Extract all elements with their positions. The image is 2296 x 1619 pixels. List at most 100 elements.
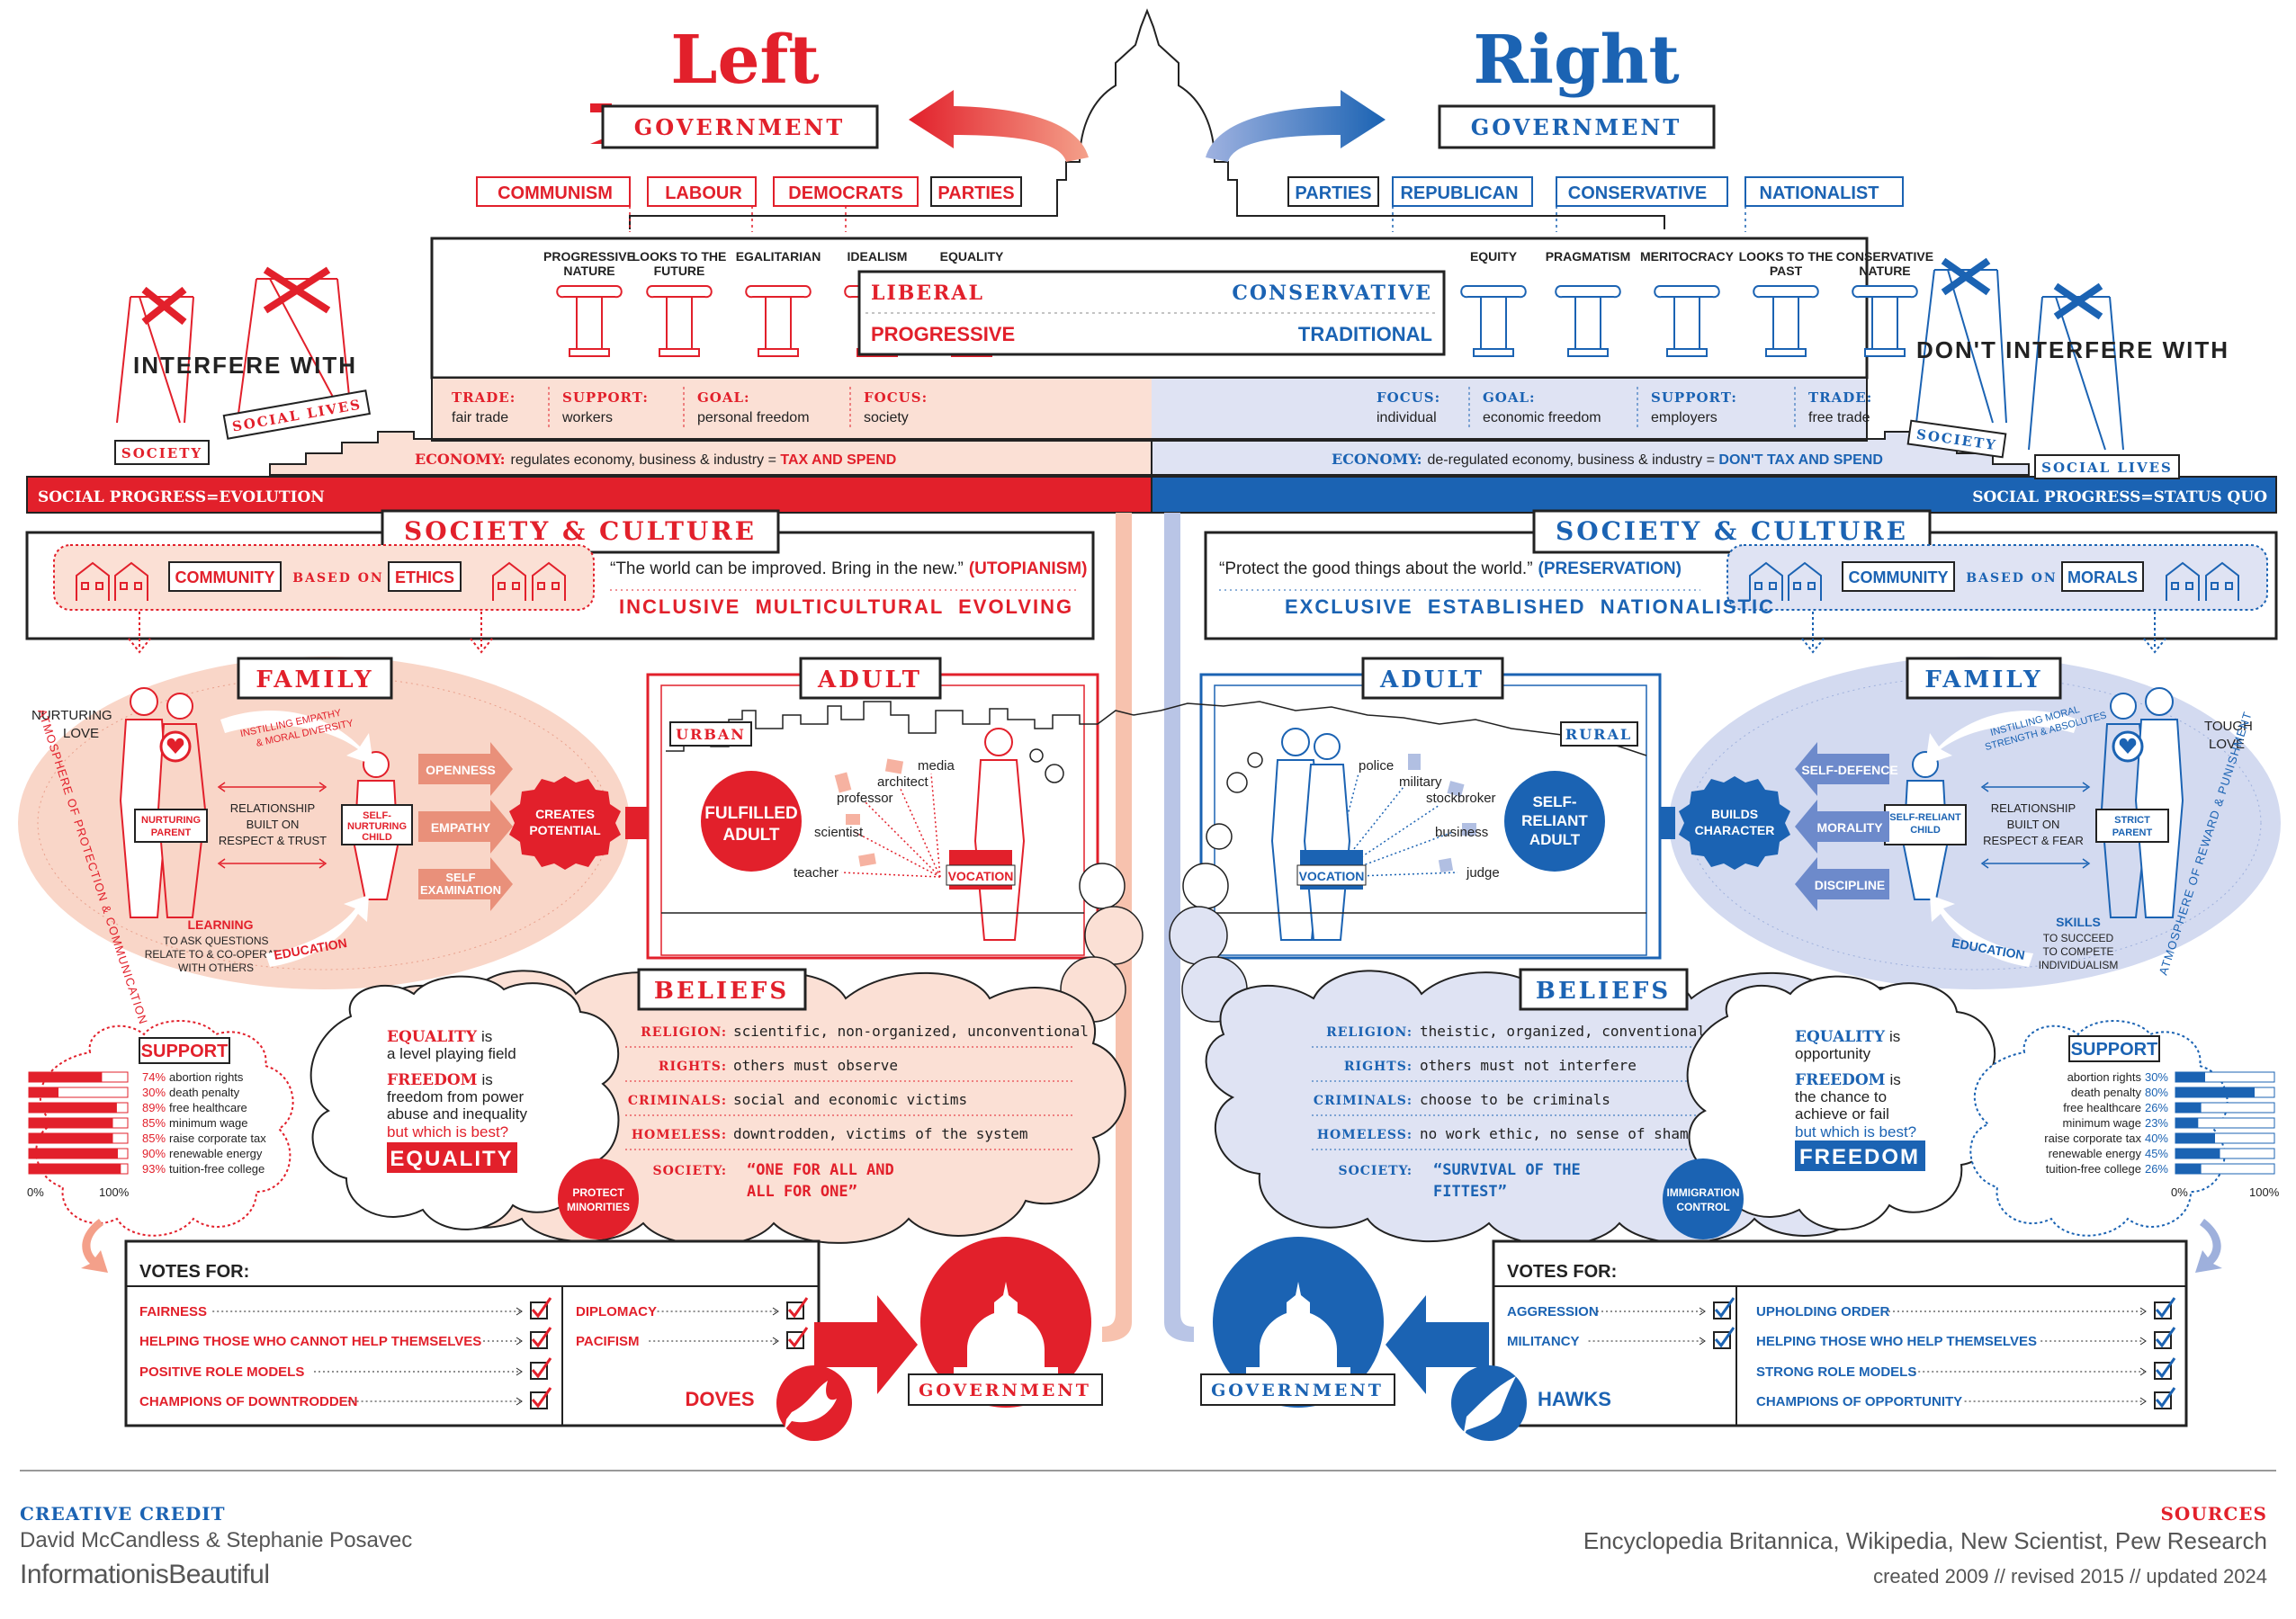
support-label: death penalty <box>169 1086 240 1099</box>
right-words: EXCLUSIVE ESTABLISHED NATIONALISTIC <box>1285 595 1775 618</box>
right-based-on: BASED ON <box>1966 571 2057 586</box>
support-pct: 26% <box>2145 1101 2168 1114</box>
belief-value: others must not interfere <box>1420 1057 1637 1074</box>
left-eq-is: is <box>481 1028 492 1045</box>
checkbox-icon <box>786 1301 804 1319</box>
support-bar <box>29 1118 113 1128</box>
attr-value: workers <box>561 410 613 425</box>
right-vote-arrow <box>1386 1295 1489 1394</box>
support-pct: 90% <box>142 1147 166 1160</box>
belief-label: RIGHTS: <box>659 1060 727 1074</box>
support-bar <box>29 1133 113 1143</box>
support-bar <box>29 1087 58 1097</box>
attr-label: GOAL: <box>697 389 750 406</box>
rural-label: RURAL <box>1565 726 1632 743</box>
creates-potential-badge <box>509 776 621 870</box>
brand-logo: InformationisBeautiful <box>20 1560 270 1589</box>
support-pct: 23% <box>2145 1116 2168 1130</box>
belief-label: RELIGION: <box>1326 1025 1413 1040</box>
right-adult-figure <box>1270 728 1351 941</box>
belief-value: scientific, non-organized, unconventiona… <box>733 1023 1089 1040</box>
belief-label: RELIGION: <box>641 1025 727 1040</box>
left-vocation: VOCATION <box>948 869 1014 883</box>
attr-value: fair trade <box>452 410 508 425</box>
job-scientist: scientist <box>814 825 864 840</box>
right-quality-arrows <box>1795 742 1889 911</box>
interfere-social-lives-right: SOCIAL LIVES <box>2041 460 2173 476</box>
check-icon <box>1714 1327 1735 1348</box>
left-economy: ECONOMY:regulates economy, business & in… <box>415 451 896 468</box>
left-words: INCLUSIVE MULTICULTURAL EVOLVING <box>619 595 1073 618</box>
spectrum-traditional: TRADITIONAL <box>1298 323 1432 345</box>
pillar-3 <box>1753 285 1819 357</box>
right-axis-max: 100% <box>2249 1185 2280 1199</box>
discipline: DISCIPLINE <box>1815 878 1886 892</box>
right-support-title: SUPPORT <box>2071 1040 2158 1060</box>
pillar-1 <box>646 285 713 357</box>
attr-value: society <box>864 410 909 425</box>
vote-item: STRONG ROLE MODELS <box>1756 1364 1916 1380</box>
support-label: raise corporate tax <box>169 1132 266 1145</box>
belief-value: downtrodden, victims of the system <box>733 1125 1028 1142</box>
social-progress-left-bar <box>26 476 1152 514</box>
belief-label: HOMELESS: <box>1317 1128 1413 1142</box>
hawks-label: HAWKS <box>1538 1388 1611 1410</box>
urban-label: URBAN <box>676 726 746 743</box>
attr-value: personal freedom <box>697 410 810 425</box>
right-axis-min: 0% <box>2171 1185 2188 1199</box>
left-title: Left <box>670 22 819 99</box>
belief-label: SOCIETY: <box>652 1164 727 1178</box>
job-professor: professor <box>837 791 893 806</box>
left-community-label: COMMUNITY <box>175 568 275 586</box>
party-republican: REPUBLICAN <box>1400 183 1518 203</box>
checkbox-icon <box>530 1362 548 1380</box>
right-economy-text: de-regulated economy, business & industr… <box>1428 452 1719 468</box>
attr-value: economic freedom <box>1483 410 1601 425</box>
attr-label: GOAL: <box>1483 389 1536 406</box>
checkbox-icon <box>1713 1301 1731 1319</box>
support-bar <box>29 1103 117 1113</box>
right-eq-is: is <box>1889 1028 1900 1045</box>
right-fr-is: is <box>1889 1071 1900 1088</box>
left-community: COMMUNITY BASED ON ETHICS <box>53 544 595 611</box>
left-quote-text: “The world can be improved. Bring in the… <box>610 559 964 578</box>
vote-item: DIPLOMACY <box>576 1304 657 1319</box>
support-pct: 45% <box>2145 1147 2168 1160</box>
left-government-label: GOVERNMENT <box>634 114 845 140</box>
left-interfere: INTERFERE WITH SOCIETY SOCIAL LIVES <box>114 266 372 465</box>
left-based-on: BASED ON <box>292 571 383 586</box>
credit-names: David McCandless & Stephanie Posavec <box>20 1528 412 1552</box>
support-label: free healthcare <box>169 1101 247 1114</box>
support-bar <box>2175 1072 2205 1082</box>
left-eq-word: EQUALITY <box>387 1028 478 1046</box>
right-beliefs-list: RELIGION:theistic, organized, convention… <box>1312 1023 1762 1201</box>
left-axis-max: 100% <box>99 1185 130 1199</box>
pillar-0 <box>1460 285 1527 357</box>
check-icon <box>531 1327 552 1348</box>
right-adult-title: ADULT <box>1379 666 1484 693</box>
vote-item: CHAMPIONS OF DOWNTRODDEN <box>139 1394 358 1409</box>
left-stairs <box>269 431 1152 476</box>
check-icon <box>2155 1327 2176 1348</box>
openness: OPENNESS <box>426 763 496 777</box>
empathy: EMPATHY <box>431 820 491 835</box>
checkbox-icon <box>2154 1362 2172 1380</box>
right-society-title: SOCIETY & CULTURE <box>1556 516 1908 546</box>
pillar-2 <box>745 285 812 357</box>
check-icon <box>1714 1297 1735 1319</box>
